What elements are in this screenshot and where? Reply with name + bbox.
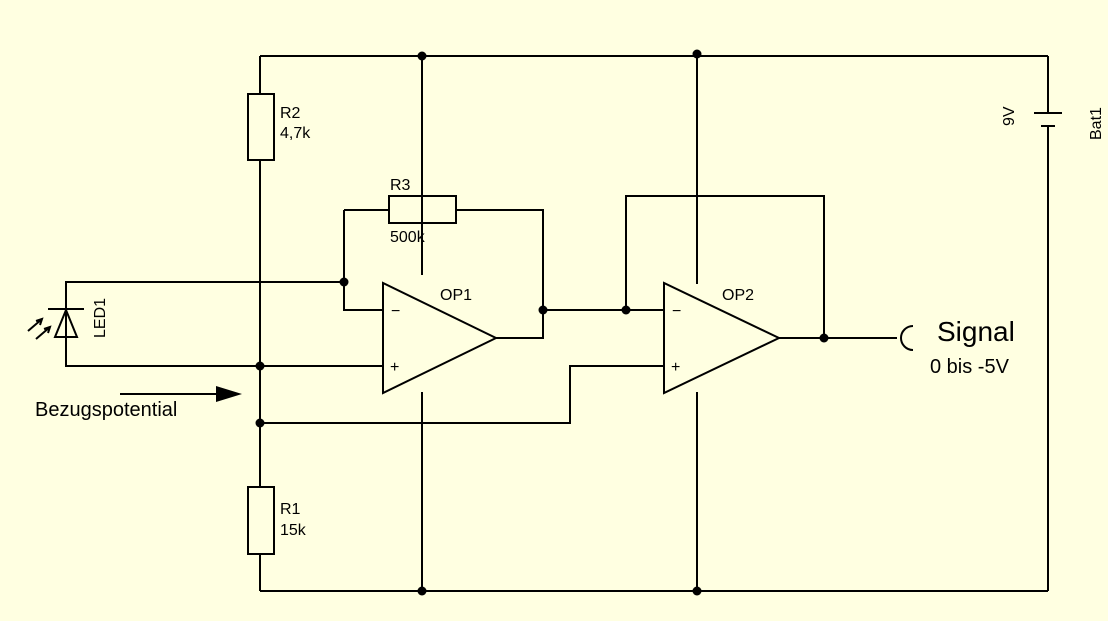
junction-dot [255, 418, 265, 428]
op1-plus-label: + [390, 359, 399, 376]
signal-output-connector [900, 325, 914, 351]
junction-dot [692, 586, 702, 596]
opamp-op2 [663, 281, 782, 395]
reference-wire [260, 365, 664, 424]
reference-potential-label: Bezugspotential [35, 399, 177, 421]
wires [65, 55, 1049, 592]
op1-output-wire [496, 309, 664, 339]
junction-dot [255, 361, 265, 371]
r2-value-label: 4,7k [280, 125, 311, 142]
resistor-r3 [388, 195, 457, 224]
op2-plus-label: + [671, 359, 680, 376]
bat1-ref-label: Bat1 [1088, 107, 1105, 140]
op2-minus-label: − [672, 303, 681, 320]
resistor-r1 [247, 486, 275, 555]
op1-minus-label: − [391, 303, 400, 320]
signal-range-label: 0 bis -5V [930, 356, 1010, 378]
op2-ref-label: OP2 [722, 287, 754, 304]
junction-dot [417, 51, 427, 61]
bat1-value-label: 9V [1001, 106, 1018, 126]
reference-arrow [120, 386, 242, 402]
junction-dot [819, 333, 829, 343]
junction-dot [692, 49, 702, 59]
opamp-op1 [382, 281, 499, 395]
r1-value-label: 15k [280, 522, 307, 539]
led-anode-wire [65, 281, 344, 308]
battery-symbol [1034, 112, 1062, 127]
r1-ref-label: R1 [280, 501, 301, 518]
r3-right-wire [456, 209, 544, 310]
r3-value-label: 500k [390, 229, 426, 246]
r3-ref-label: R3 [390, 177, 411, 194]
junctions [255, 49, 829, 596]
junction-dot [339, 277, 349, 287]
led-cathode-wire [65, 310, 383, 367]
r2-ref-label: R2 [280, 105, 301, 122]
junction-dot [538, 305, 548, 315]
led1-ref-label: LED1 [92, 298, 109, 338]
op1-minus-wire [343, 210, 383, 311]
led-symbol [27, 307, 84, 340]
op2-feedback-wire [625, 195, 825, 338]
junction-dot [417, 586, 427, 596]
resistor-r2 [247, 93, 275, 161]
signal-label: Signal [937, 316, 1015, 347]
junction-dot [621, 305, 631, 315]
op1-ref-label: OP1 [440, 287, 472, 304]
